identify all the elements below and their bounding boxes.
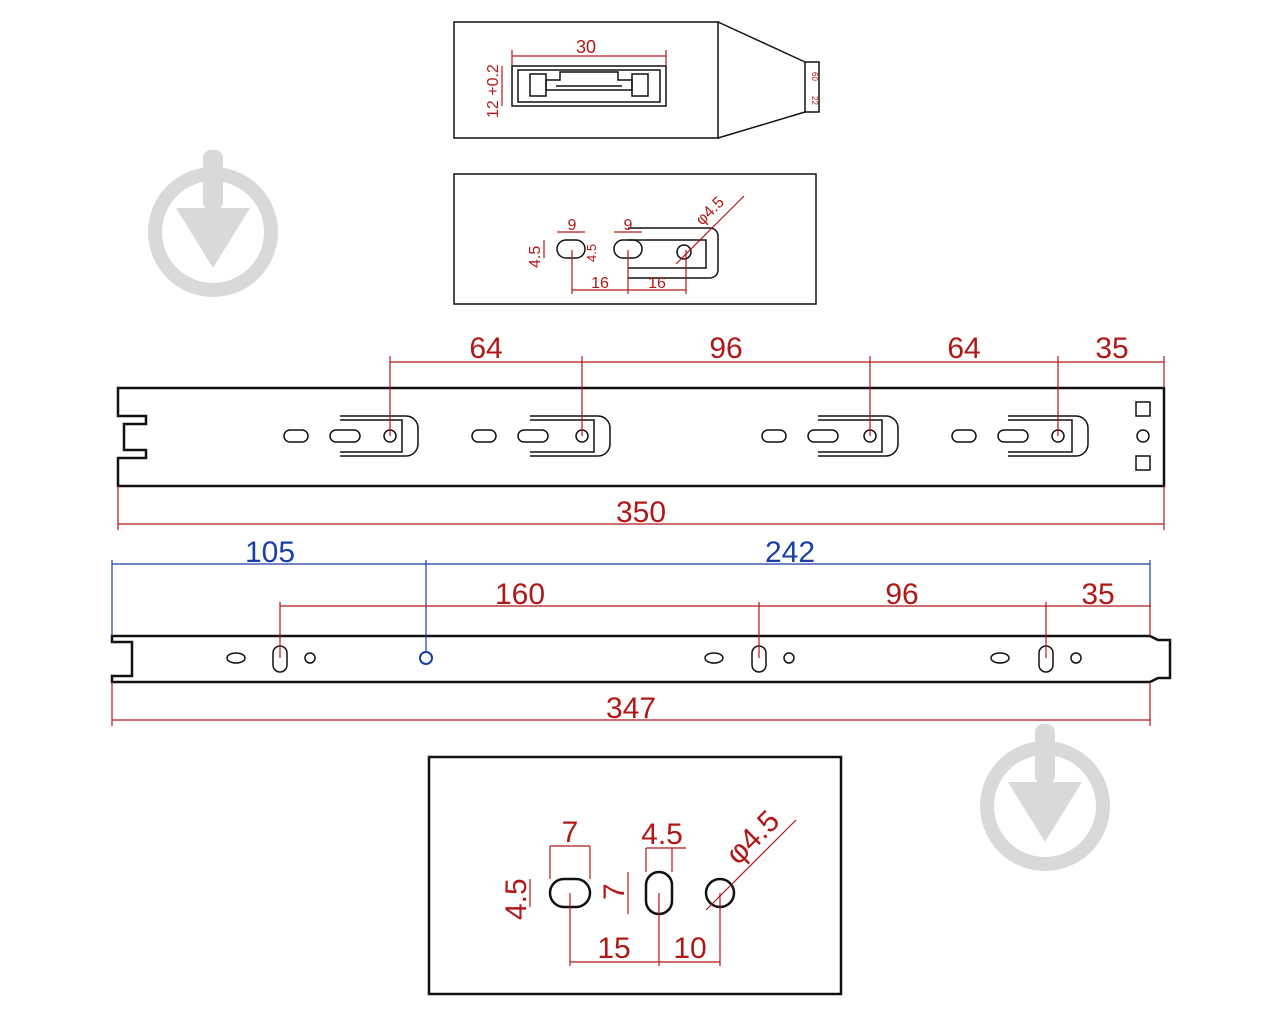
outer-pitch-2: 96	[709, 332, 742, 365]
outer-rail: 64 96 64 35 350	[116, 332, 1166, 530]
inner-length: 347	[606, 692, 656, 725]
watermark-left	[148, 150, 278, 297]
bracket-hole: φ4.5	[693, 194, 728, 229]
bracket-slot-h: 4.5	[527, 246, 544, 268]
inner-rail-holes	[226, 645, 1082, 673]
bracket-detail: 9 9 4.5 4.5 φ4.5 16 16	[453, 173, 817, 305]
inner-pitch-1: 160	[495, 578, 545, 611]
hole-vslot-h: 7	[598, 883, 631, 900]
profile-detail: 60 22 30 12 +0.2	[453, 21, 820, 139]
bracket-pitch2: 16	[648, 275, 666, 292]
hole-detail: 7 4.5 4.5 7 φ4.5 15 10	[427, 755, 843, 996]
inner-pitch-2: 96	[885, 578, 918, 611]
inner-pitch-3: 35	[1081, 578, 1114, 611]
bracket-slot-w2: 9	[624, 217, 633, 234]
watermark-right	[980, 724, 1110, 871]
profile-width: 30	[576, 37, 596, 57]
bracket-pitch1: 16	[591, 275, 609, 292]
hole-vslot-w: 4.5	[641, 818, 683, 851]
inner-ref-left: 105	[245, 536, 295, 569]
hole-pitch1: 15	[597, 932, 630, 965]
bracket-slot-w1: 9	[568, 217, 577, 234]
inner-ref-right: 242	[765, 536, 815, 569]
tiny-label-1: 60	[810, 72, 819, 81]
outer-rail-holes	[283, 401, 1151, 471]
hole-pitch2: 10	[673, 932, 706, 965]
outer-pitch-1: 64	[469, 332, 502, 365]
tiny-label-2: 22	[810, 96, 819, 105]
hole-diameter: φ4.5	[720, 804, 787, 871]
hole-slot-h: 4.5	[500, 878, 533, 920]
inner-rail: 105 242 160 96 35 347	[110, 536, 1172, 726]
outer-length: 350	[616, 496, 666, 529]
profile-height: 12 +0.2	[485, 64, 502, 118]
outer-pitch-4: 35	[1095, 332, 1128, 365]
outer-pitch-3: 64	[947, 332, 980, 365]
hole-slot-w: 7	[562, 816, 579, 849]
bracket-slot-h2: 4.5	[584, 244, 599, 262]
